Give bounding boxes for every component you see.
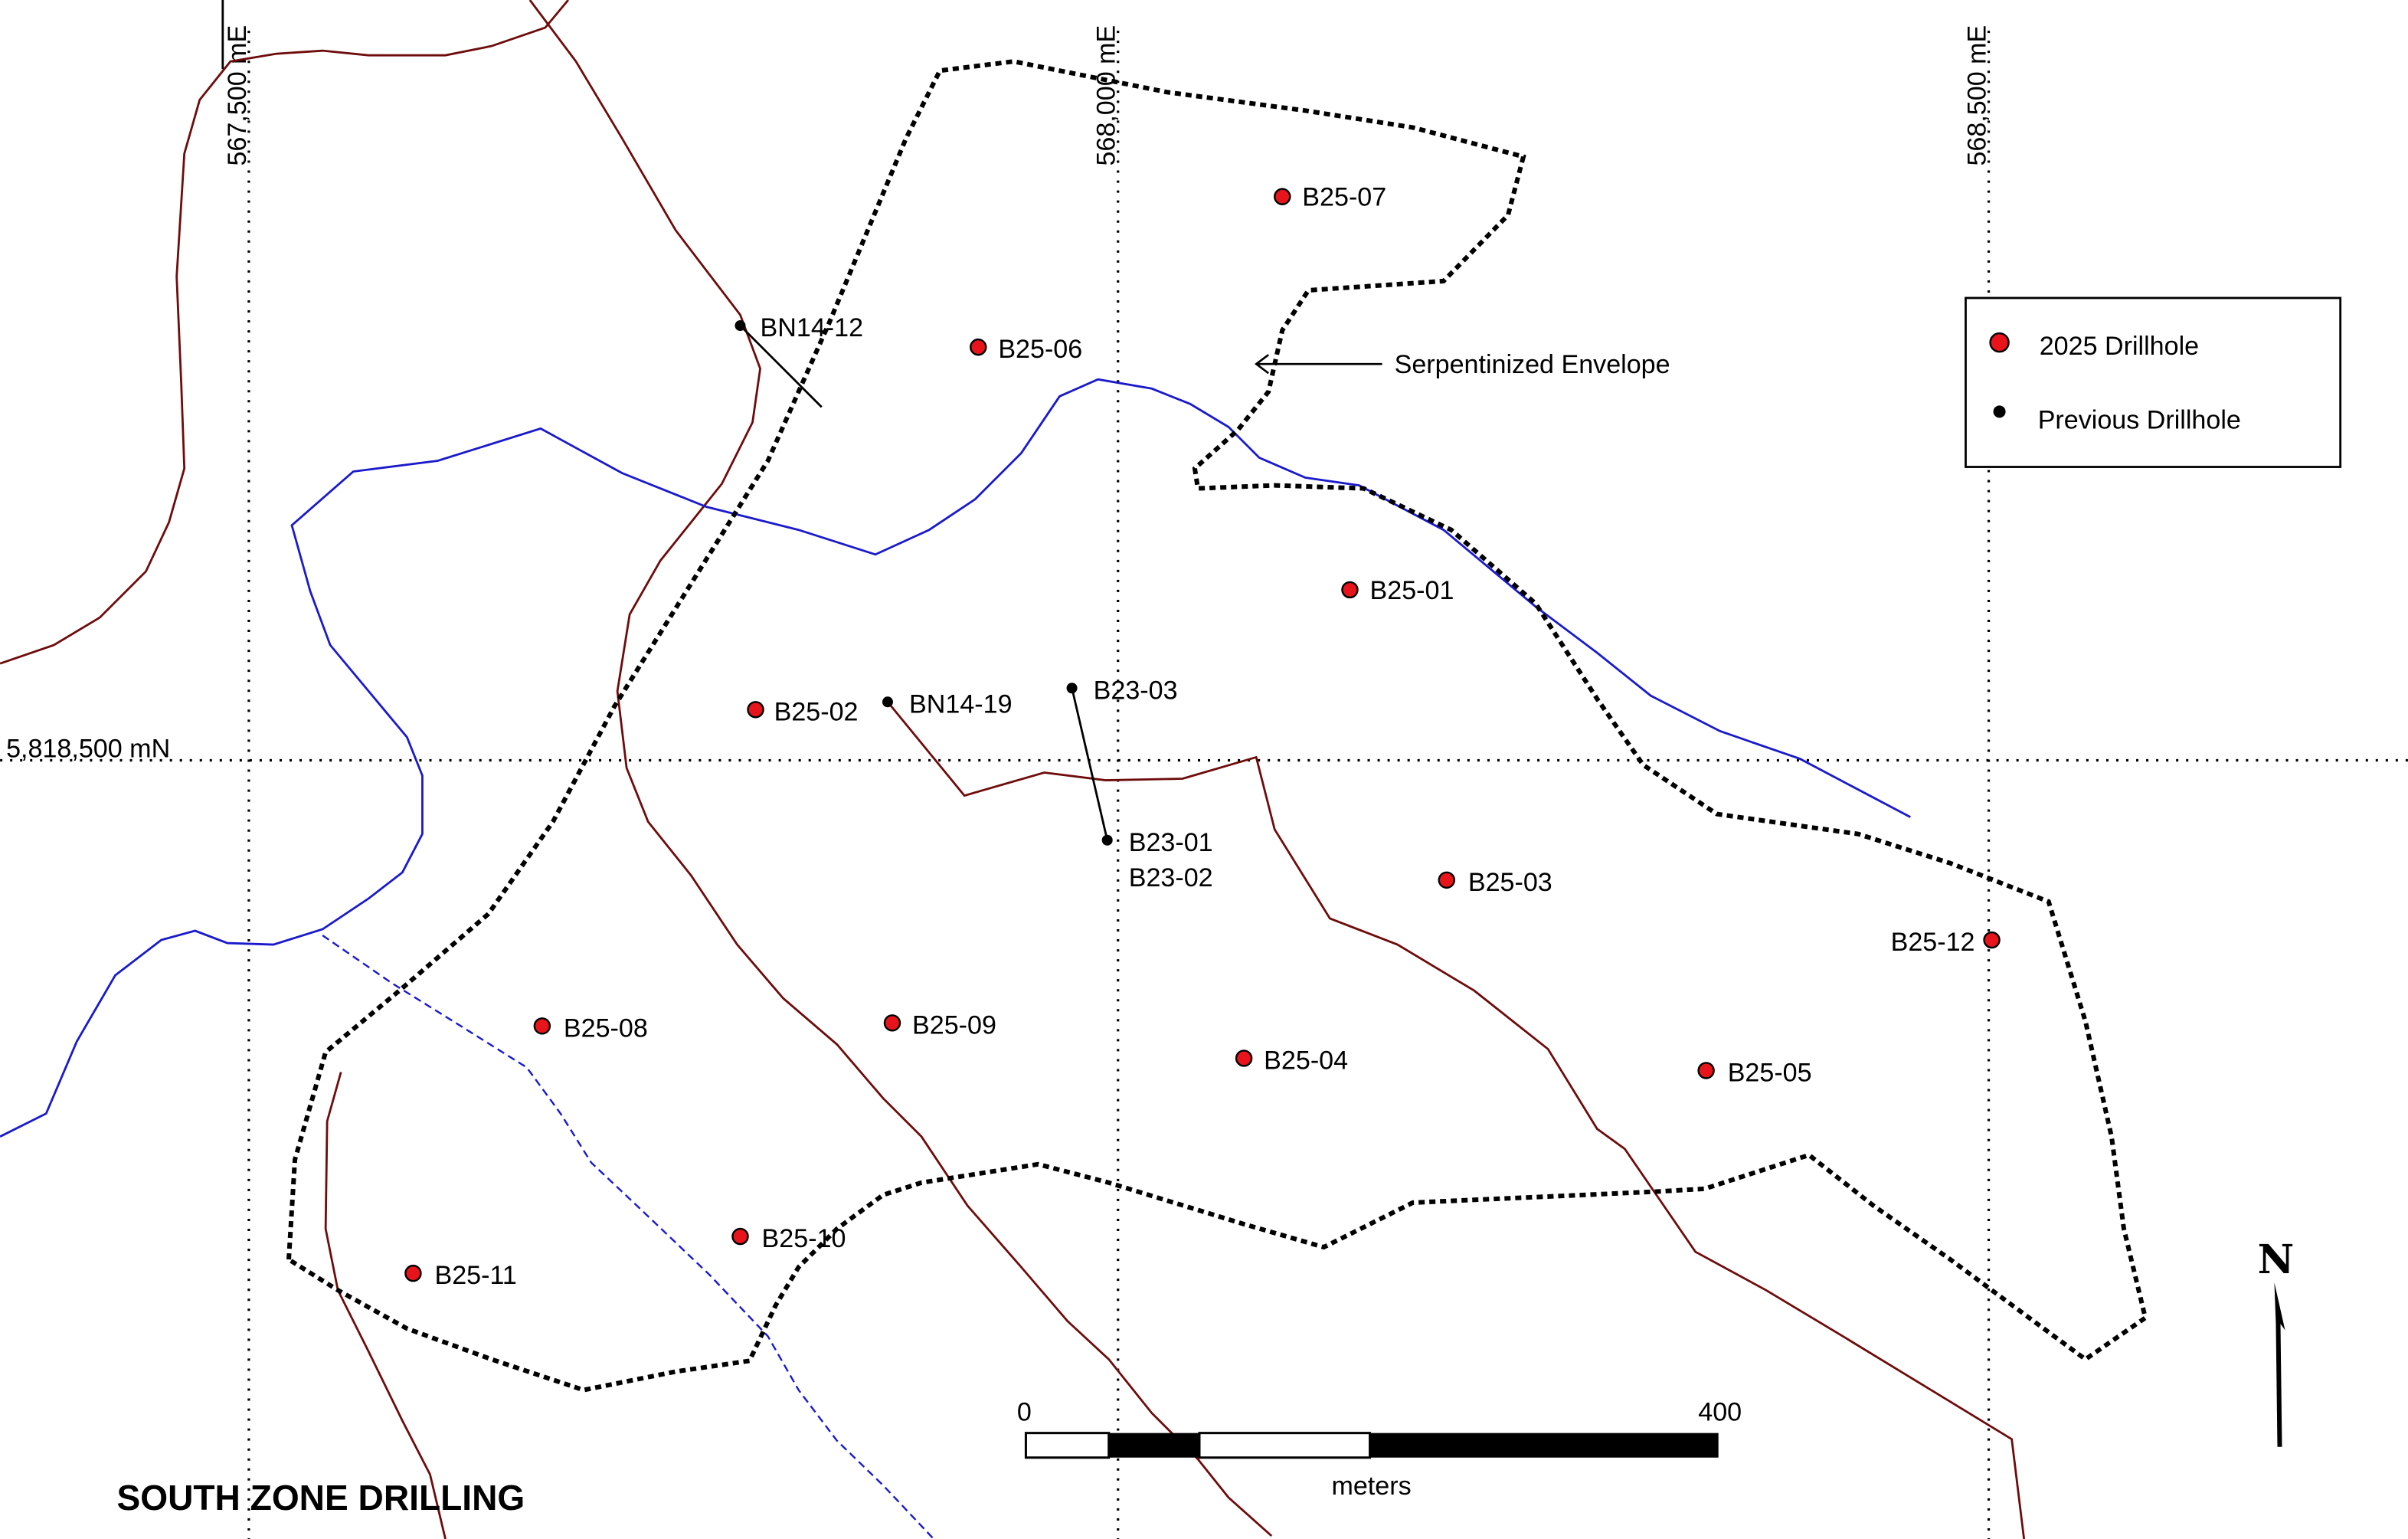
legend-previous: Previous Drillhole xyxy=(2038,405,2241,434)
north-label: N xyxy=(2258,1236,2295,1283)
coordinate-grid: 567,500 mE 568,000 mE 568,500 mE 5,818,5… xyxy=(0,25,2408,1539)
black-dot-icon xyxy=(1993,405,2006,418)
north-arrow-icon xyxy=(2274,1282,2285,1447)
annotation-text: Serpentinized Envelope xyxy=(1395,350,1670,379)
drillhole-marker[interactable] xyxy=(747,701,764,719)
drill-trace xyxy=(739,325,823,408)
drillhole-label: B25-01 xyxy=(1370,576,1454,605)
drillhole-label: BN14-19 xyxy=(909,689,1013,719)
drillhole-label: B25-07 xyxy=(1302,183,1386,212)
drillhole-marker[interactable] xyxy=(1983,931,2001,949)
creek-line xyxy=(0,378,1911,1138)
drillhole-label: B25-02 xyxy=(774,697,859,726)
drillhole-marker[interactable] xyxy=(882,696,893,708)
road-line xyxy=(886,701,2026,1539)
drillhole-marker[interactable] xyxy=(1697,1062,1715,1079)
envelope-annotation: Serpentinized Envelope xyxy=(1254,350,1670,379)
scale-max: 400 xyxy=(1698,1398,1742,1427)
road-line xyxy=(0,0,570,665)
drillhole-marker[interactable] xyxy=(735,320,746,332)
drillhole-marker[interactable] xyxy=(970,338,987,356)
drillhole-marker[interactable] xyxy=(1341,581,1359,599)
drillhole-marker[interactable] xyxy=(404,1264,422,1282)
drillhole-marker[interactable] xyxy=(1101,834,1113,846)
creeks xyxy=(0,378,1911,1539)
drillhole-label: B25-09 xyxy=(912,1010,996,1040)
map-title: SOUTH ZONE DRILLING xyxy=(116,1478,525,1518)
scale-segment xyxy=(1369,1433,1719,1458)
drillhole-label: B25-08 xyxy=(564,1013,648,1043)
drillhole-marker[interactable] xyxy=(1438,871,1456,889)
drillhole-label: B23-01 xyxy=(1129,828,1213,857)
legend-box xyxy=(1965,296,2342,468)
scale-unit: meters xyxy=(1331,1472,1411,1501)
scale-segment xyxy=(1108,1433,1199,1458)
drillhole-marker[interactable] xyxy=(883,1014,901,1032)
drillhole-marker[interactable] xyxy=(731,1227,749,1246)
drillhole-marker[interactable] xyxy=(1066,683,1078,694)
drillhole-label: B25-06 xyxy=(998,335,1082,364)
red-dot-icon xyxy=(1989,332,2010,353)
grid-label-e2: 568,000 mE xyxy=(1092,25,1121,166)
drillhole-label: B23-03 xyxy=(1094,676,1178,705)
scale-bar: 0 400 meters xyxy=(1017,1398,1742,1501)
road-line xyxy=(528,0,1273,1537)
serpentinized-envelope xyxy=(286,59,2148,1393)
drillhole-label: B25-11 xyxy=(434,1261,516,1290)
road-line xyxy=(324,1072,447,1539)
new-drillholes: B25-01 B25-02 B25-03 B25-04 B25-05 B25-0… xyxy=(404,183,2001,1290)
drill-trace xyxy=(1071,687,1109,841)
scale-segment xyxy=(1024,1432,1111,1459)
drillhole-label: BN14-12 xyxy=(761,313,864,342)
drillhole-label: B23-02 xyxy=(1129,863,1213,892)
grid-label-e3: 568,500 mE xyxy=(1963,25,1992,166)
drillhole-label: B25-05 xyxy=(1728,1059,1812,1088)
drillhole-marker[interactable] xyxy=(1274,188,1291,205)
grid-label-e1: 567,500 mE xyxy=(223,25,252,166)
previous-drillholes: BN14-12 BN14-19 B23-03 B23-01 B23-02 xyxy=(735,313,1213,892)
drillhole-label: B25-03 xyxy=(1468,868,1552,897)
drillhole-label: B25-10 xyxy=(762,1224,846,1253)
legend: 2025 Drillhole Previous Drillhole xyxy=(1965,296,2342,468)
drillhole-label: B25-12 xyxy=(1891,928,1975,957)
drillhole-marker[interactable] xyxy=(533,1017,551,1035)
north-arrow: N xyxy=(2258,1236,2295,1447)
scale-min: 0 xyxy=(1017,1398,1032,1427)
arrow-head-icon xyxy=(1254,354,1269,375)
legend-new: 2025 Drillhole xyxy=(2040,332,2199,361)
roads xyxy=(0,0,2026,1539)
drillhole-marker[interactable] xyxy=(1235,1049,1253,1067)
grid-label-n1: 5,818,500 mN xyxy=(6,734,170,763)
creek-line-dashed xyxy=(322,935,934,1539)
drillhole-label: B25-04 xyxy=(1264,1046,1348,1075)
scale-segment xyxy=(1198,1432,1372,1459)
